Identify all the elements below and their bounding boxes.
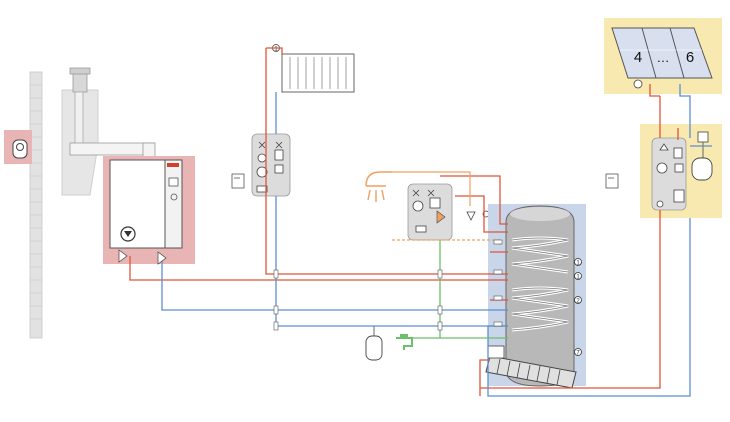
tank-port-marker: 1 [574,272,582,281]
tap-icon [396,334,413,350]
solar-panel-middle-label: … [657,50,670,65]
svg-text:2: 2 [576,299,580,305]
solar-panel-first-label: 4 [634,49,642,66]
collector-sensor-icon [633,79,643,89]
boiler-valve-icon [118,249,167,265]
svg-text:1: 1 [576,275,580,281]
svg-text:1: 1 [576,261,580,267]
hot-flow-pipes [129,47,679,396]
heating-pump-module-icon [251,133,291,197]
outdoor-sensor-icon [4,130,32,164]
solar-station-icon [651,137,687,211]
tank-port-marker: 1 [574,258,582,267]
radiator-icon [281,53,355,93]
solar-controller-icon [605,173,619,189]
tank-port-marker: 2 [574,296,582,305]
pipe-connector-icon [273,239,503,331]
radiator-marker: 1 [274,47,278,53]
storage-tank-icon [505,205,575,387]
expansion-vessel-icon [691,131,713,181]
solar-panel-last-label: 6 [686,49,694,66]
safety-valve-icon [466,210,490,221]
boiler-icon [109,159,183,249]
svg-text:7: 7 [576,351,580,357]
shower-icon [365,171,392,202]
mixing-module-icon [407,183,453,241]
solar-panel-icon [611,27,713,79]
controller-icon [231,173,245,189]
chimney-icon [61,67,156,196]
tank-port-marker: 7 [574,348,582,357]
wall-icon [29,71,43,339]
expansion-tank-icon [365,326,383,361]
